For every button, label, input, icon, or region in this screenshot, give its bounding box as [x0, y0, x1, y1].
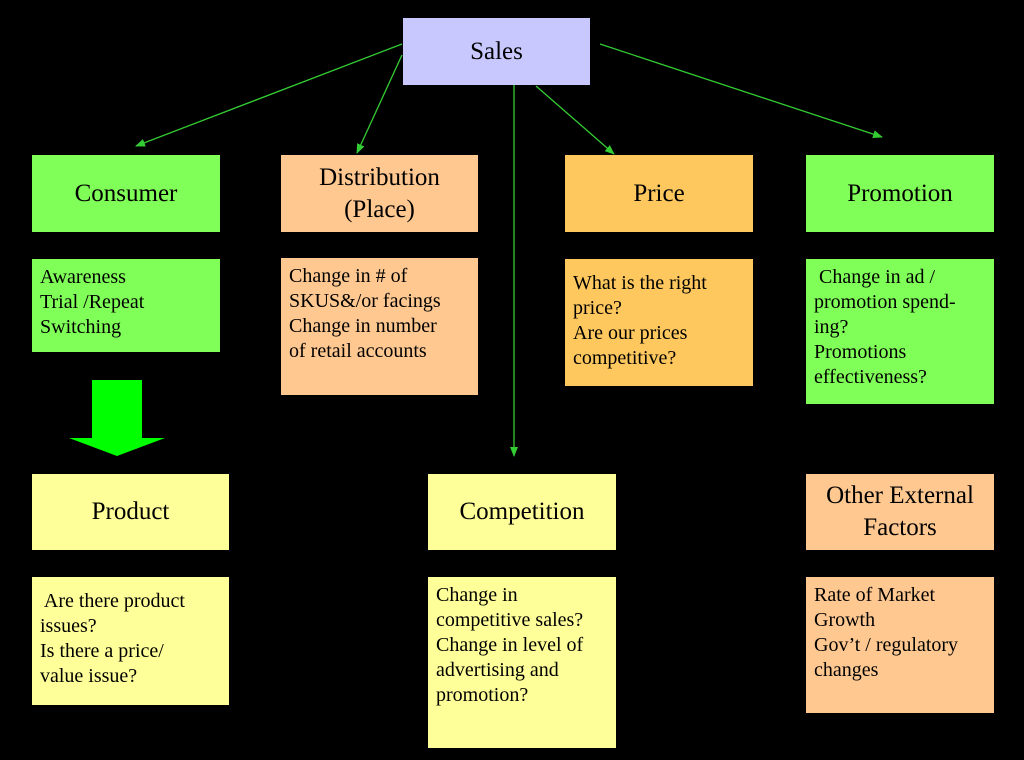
- promotion-detail-line: promotion spend-: [814, 291, 956, 313]
- price-title: Price: [633, 179, 685, 207]
- arrow-sales-to-consumer: [135, 43, 403, 147]
- external-factors-title-line: Factors: [863, 514, 937, 541]
- promotion-box: Promotion: [806, 155, 994, 232]
- price-details: What is the right price? Are our prices …: [565, 259, 753, 386]
- external-factors-detail-line: Rate of Market: [814, 584, 936, 606]
- competition-detail-line: promotion?: [436, 684, 529, 706]
- consumer-detail-line: Switching: [40, 316, 122, 338]
- external-factors-detail-line: Gov’t / regulatory: [814, 634, 959, 656]
- distribution-box: Distribution (Place): [281, 155, 478, 232]
- arrow-sales-to-distribution: [356, 54, 403, 154]
- competition-detail-line: competitive sales?: [436, 609, 584, 631]
- price-detail-line: price?: [573, 297, 622, 319]
- consumer-box: Consumer: [32, 155, 220, 232]
- distribution-detail-line: of retail accounts: [289, 340, 427, 362]
- external-factors-detail-line: changes: [814, 659, 879, 681]
- distribution-details: Change in # of SKUS&/or facings Change i…: [281, 258, 478, 395]
- price-detail-line: competitive?: [573, 347, 677, 369]
- price-box: Price: [565, 155, 753, 232]
- arrow-sales-to-promotion: [599, 43, 883, 138]
- consumer-detail-line: Awareness: [40, 266, 126, 288]
- competition-detail-line: advertising and: [436, 659, 559, 681]
- competition-title: Competition: [459, 498, 585, 525]
- price-detail-line: Are our prices: [573, 322, 688, 344]
- competition-box: Competition: [428, 474, 616, 550]
- consumer-title: Consumer: [74, 179, 178, 207]
- distribution-title-line: Distribution: [319, 163, 440, 191]
- external-factors-box: Other External Factors: [806, 474, 994, 550]
- distribution-title-line: (Place): [344, 195, 415, 223]
- distribution-detail-line: Change in number: [289, 315, 437, 337]
- sales-label: Sales: [470, 37, 523, 65]
- external-factors-detail-line: Growth: [814, 609, 876, 631]
- product-title: Product: [91, 498, 170, 525]
- promotion-detail-line: Promotions: [814, 341, 907, 363]
- competition-detail-line: Change in: [436, 584, 518, 606]
- product-detail-line: Are there product: [40, 590, 185, 612]
- promotion-detail-line: Change in ad /: [814, 266, 936, 288]
- competition-detail-line: Change in level of: [436, 634, 584, 656]
- product-detail-line: Is there a price/: [40, 640, 164, 662]
- block-arrow-consumer-to-product: [69, 380, 165, 456]
- promotion-detail-line: effectiveness?: [814, 366, 927, 388]
- product-detail-line: value issue?: [40, 665, 138, 687]
- price-detail-line: What is the right: [573, 272, 707, 294]
- sales-box: Sales: [403, 18, 590, 85]
- arrow-sales-to-price: [535, 85, 615, 155]
- product-box: Product: [32, 474, 229, 550]
- product-detail-line: issues?: [40, 615, 97, 637]
- distribution-detail-line: SKUS&/or facings: [289, 290, 441, 312]
- distribution-detail-line: Change in # of: [289, 265, 408, 287]
- external-factors-title-line: Other External: [826, 482, 974, 509]
- product-details: Are there product issues? Is there a pri…: [32, 577, 229, 705]
- promotion-details: Change in ad / promotion spend- ing? Pro…: [806, 259, 994, 404]
- promotion-detail-line: ing?: [814, 316, 849, 338]
- competition-details: Change in competitive sales? Change in l…: [428, 577, 616, 748]
- consumer-details: Awareness Trial /Repeat Switching: [32, 259, 220, 352]
- consumer-detail-line: Trial /Repeat: [40, 291, 145, 313]
- promotion-title: Promotion: [847, 179, 953, 207]
- external-factors-details: Rate of Market Growth Gov’t / regulatory…: [806, 577, 994, 713]
